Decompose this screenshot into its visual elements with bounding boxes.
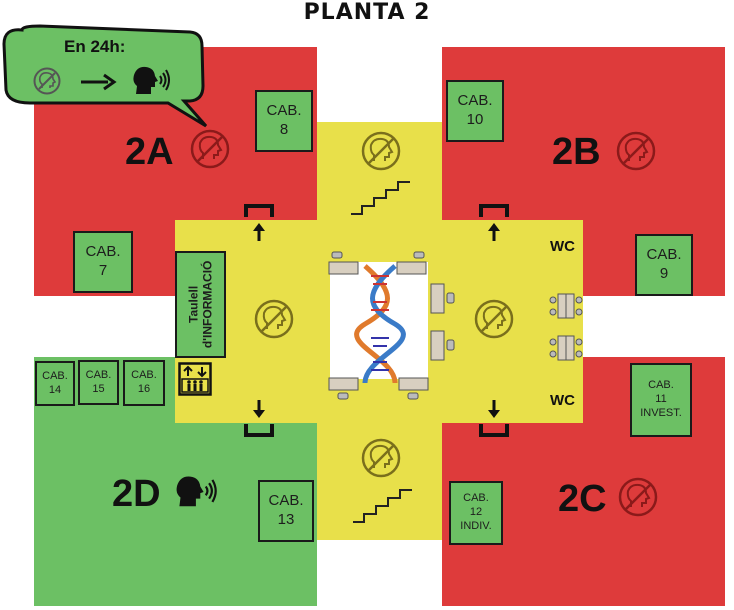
cabin-label: CAB.	[85, 243, 121, 261]
cabin-15[interactable]: CAB. 15	[78, 360, 119, 405]
cabin-7[interactable]: CAB. 7	[73, 231, 133, 293]
cabin-label: CAB.	[646, 246, 682, 264]
desk-chair-icon	[549, 293, 583, 361]
information-desk-line2: d'INFORMACIÓ	[200, 260, 215, 349]
no-talking-icon	[618, 477, 658, 517]
cabin-14[interactable]: CAB. 14	[35, 361, 75, 406]
cabin-label: CAB.	[266, 102, 302, 120]
talking-icon	[176, 476, 217, 507]
speech-bubble	[2, 24, 208, 128]
information-desk-label: Taulell d'INFORMACIÓ	[186, 261, 215, 349]
cabin-number: 10	[466, 111, 484, 128]
zone-label-2b: 2B	[552, 131, 601, 173]
desk-chair-icon	[328, 251, 359, 275]
wc-label-top: WC	[550, 238, 575, 255]
no-talking-icon	[190, 129, 230, 169]
cabin-number: 8	[279, 121, 289, 138]
bubble-label: En 24h:	[64, 37, 126, 56]
door-arrow-icon	[244, 204, 274, 241]
stairs-icon	[351, 181, 410, 215]
desk-chair-icon	[398, 377, 429, 400]
cabin-label: CAB.	[457, 92, 493, 110]
cabin-number: 13	[277, 511, 295, 528]
information-desk[interactable]: Taulell d'INFORMACIÓ	[175, 251, 226, 358]
cabin-type: INVEST.	[640, 406, 682, 419]
zone-label-2a: 2A	[125, 131, 174, 173]
no-talking-icon	[474, 299, 514, 339]
cabin-13[interactable]: CAB. 13	[258, 480, 314, 542]
information-desk-line1: Taulell	[186, 285, 201, 324]
cabin-number: 14	[48, 383, 62, 396]
no-talking-icon	[361, 438, 401, 478]
desk-chair-icon	[430, 330, 455, 361]
desk-chair-icon	[430, 283, 455, 314]
zone-label-2d: 2D	[112, 473, 161, 515]
cabin-number: 15	[92, 382, 105, 395]
cabin-label: CAB.	[131, 369, 157, 382]
no-talking-icon	[33, 67, 61, 95]
cabin-label: CAB.	[648, 379, 674, 392]
cabin-number: 16	[137, 383, 151, 395]
cabin-label: CAB.	[268, 492, 304, 510]
no-talking-icon	[361, 131, 401, 171]
cabin-label: CAB.	[85, 368, 112, 381]
cabin-11[interactable]: CAB. 11 INVEST.	[630, 363, 692, 437]
cabin-number: 11	[655, 393, 667, 406]
cabin-16[interactable]: CAB. 16	[123, 360, 165, 406]
cabin-number: 7	[98, 262, 108, 279]
stairs-icon	[353, 489, 412, 523]
no-talking-icon	[616, 131, 656, 171]
elevator-icon	[178, 362, 212, 396]
page-title: PLANTA 2	[303, 0, 431, 25]
no-talking-icon	[254, 299, 294, 339]
cabin-10[interactable]: CAB. 10	[446, 80, 504, 142]
talking-icon	[133, 66, 170, 94]
dna-icon	[354, 264, 406, 384]
cabin-label: CAB.	[42, 369, 68, 382]
door-arrow-icon	[479, 400, 509, 437]
cabin-label: CAB.	[463, 492, 489, 505]
cabin-number: 9	[659, 265, 669, 282]
desk-chair-icon	[396, 251, 427, 275]
arrow-right-icon	[81, 73, 117, 91]
cabin-type: INDIV.	[460, 519, 492, 532]
zone-label-2c: 2C	[558, 478, 607, 520]
cabin-8[interactable]: CAB. 8	[255, 90, 313, 152]
cabin-number: 12	[469, 506, 483, 519]
door-arrow-icon	[244, 400, 274, 437]
door-arrow-icon	[479, 204, 509, 241]
cabin-12[interactable]: CAB. 12 INDIV.	[449, 481, 503, 545]
cabin-9[interactable]: CAB. 9	[635, 234, 693, 296]
wc-label-bottom: WC	[550, 392, 575, 409]
desk-chair-icon	[328, 377, 359, 400]
